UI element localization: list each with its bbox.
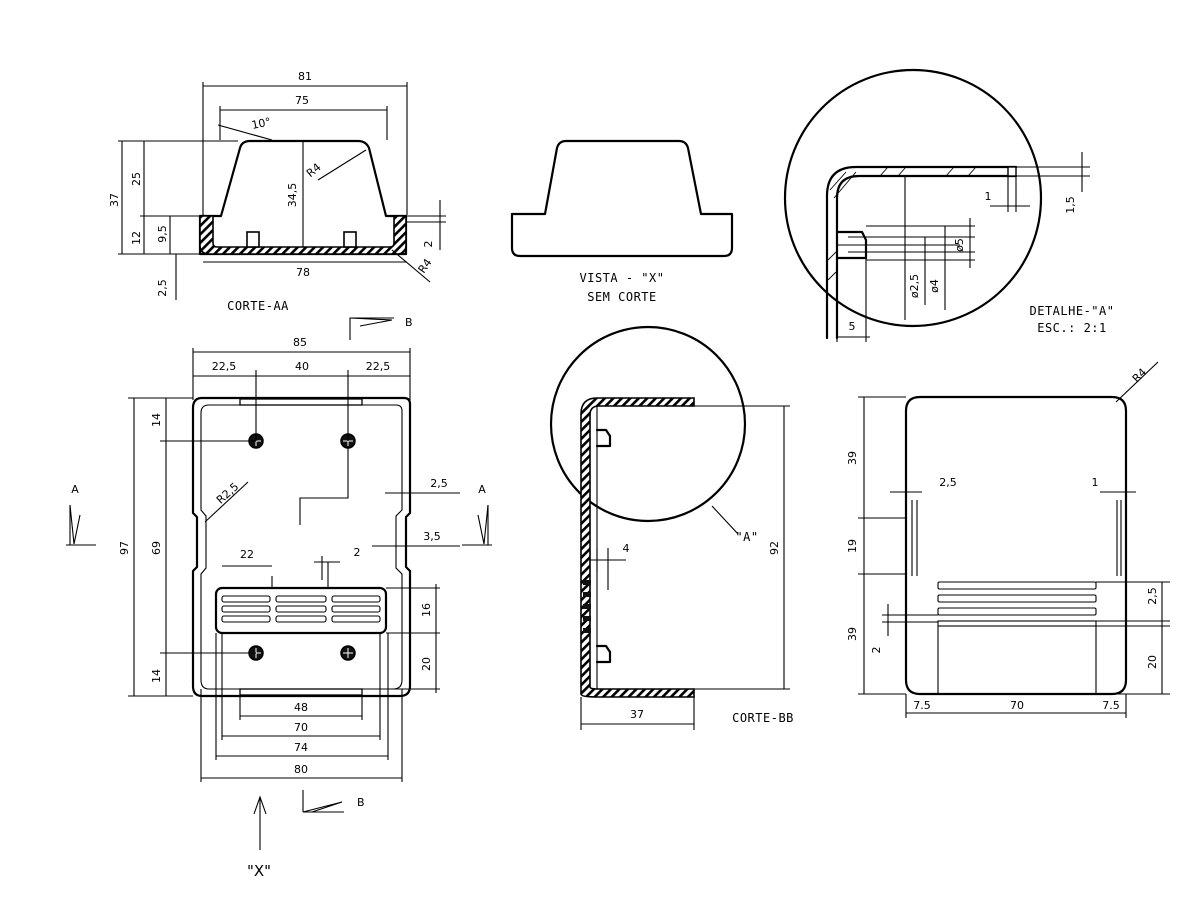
dim-plan-20: 20 (420, 657, 433, 671)
section-bb-view (549, 325, 790, 730)
dim-back-1: 1 (1092, 476, 1099, 489)
dim-plan-r2-5: R2,5 (214, 480, 241, 506)
dim-aa-12: 12 (130, 231, 143, 245)
view-x-outline (510, 139, 734, 258)
dim-aa-78: 78 (296, 266, 310, 279)
section-aa-view (118, 82, 446, 300)
label-vista-x-line1: VISTA - "X" (580, 271, 665, 285)
section-a-left-label: A (71, 483, 79, 496)
dim-plan-2-5: 2,5 (430, 477, 448, 490)
dim-back-20: 20 (1146, 655, 1159, 669)
dim-back-7-5-left: 7.5 (913, 699, 931, 712)
dim-back-2: 2 (870, 647, 883, 654)
dim-back-2-5-right: 2,5 (1146, 587, 1159, 605)
dim-aa-9-5: 9,5 (156, 225, 169, 243)
dim-bb-92: 92 (768, 541, 781, 555)
dim-aa-37: 37 (108, 193, 121, 207)
dim-detail-d5: ø5 (953, 238, 966, 252)
dim-detail-d4: ø4 (928, 279, 941, 293)
dim-plan-16: 16 (420, 603, 433, 617)
dim-back-39-top: 39 (846, 451, 859, 465)
dim-plan-40: 40 (295, 360, 309, 373)
back-view (858, 361, 1170, 718)
dim-aa-2-5: 2,5 (156, 279, 169, 297)
callout-a-label: "A" (735, 530, 758, 544)
view-x-label: "X" (247, 862, 271, 880)
dim-plan-3-5: 3,5 (423, 530, 441, 543)
section-b-lower-label: B (357, 796, 365, 809)
dim-back-70: 70 (1010, 699, 1024, 712)
dim-back-39-bottom: 39 (846, 627, 859, 641)
dim-bb-37: 37 (630, 708, 644, 721)
section-a-right-label: A (478, 483, 486, 496)
dim-detail-1-5: 1,5 (1064, 196, 1077, 214)
dim-aa-25: 25 (130, 172, 143, 186)
dim-plan-80: 80 (294, 763, 308, 776)
dim-plan-70: 70 (294, 721, 308, 734)
section-marker-a-left (66, 504, 96, 546)
label-detalhe-line2: ESC.: 2:1 (1037, 321, 1107, 335)
label-corte-bb: CORTE-BB (732, 711, 794, 725)
dim-plan-74: 74 (294, 741, 308, 754)
dim-bb-4: 4 (623, 542, 630, 555)
dim-plan-14-bottom: 14 (150, 669, 163, 683)
plan-view (128, 348, 460, 782)
dim-detail-5: 5 (849, 320, 856, 333)
dim-plan-69: 69 (150, 541, 163, 555)
detail-a-view (783, 68, 1090, 342)
section-marker-b-lower (302, 790, 344, 813)
view-x-arrow (253, 795, 267, 850)
dim-aa-10deg: 10° (250, 115, 272, 132)
dim-aa-2: 2 (422, 241, 435, 248)
dim-aa-81: 81 (298, 70, 312, 83)
dim-back-2-5: 2,5 (939, 476, 957, 489)
section-marker-b-upper (349, 317, 394, 340)
label-corte-aa: CORTE-AA (227, 299, 289, 313)
dim-back-7-5-right: 7.5 (1102, 699, 1120, 712)
dim-plan-14-top: 14 (150, 413, 163, 427)
section-b-upper-label: B (405, 316, 413, 329)
dim-plan-2: 2 (354, 546, 361, 559)
dim-plan-22-5-right: 22,5 (366, 360, 391, 373)
dim-detail-1: 1 (985, 190, 992, 203)
section-marker-a-right (462, 504, 492, 546)
dim-detail-d2-5: ø2,5 (908, 274, 921, 298)
dim-plan-22-5-left: 22,5 (212, 360, 237, 373)
label-vista-x-line2: SEM CORTE (587, 290, 657, 304)
dim-plan-48: 48 (294, 701, 308, 714)
dim-back-r4: R4 (1130, 366, 1150, 386)
dim-plan-22: 22 (240, 548, 254, 561)
dim-aa-75: 75 (295, 94, 309, 107)
dim-plan-97: 97 (118, 541, 131, 555)
dim-back-19: 19 (846, 539, 859, 553)
dim-plan-85: 85 (293, 336, 307, 349)
label-detalhe-line1: DETALHE-"A" (1030, 304, 1115, 318)
dim-aa-r4-top: R4 (304, 161, 324, 180)
dim-aa-34-5: 34,5 (286, 183, 299, 208)
